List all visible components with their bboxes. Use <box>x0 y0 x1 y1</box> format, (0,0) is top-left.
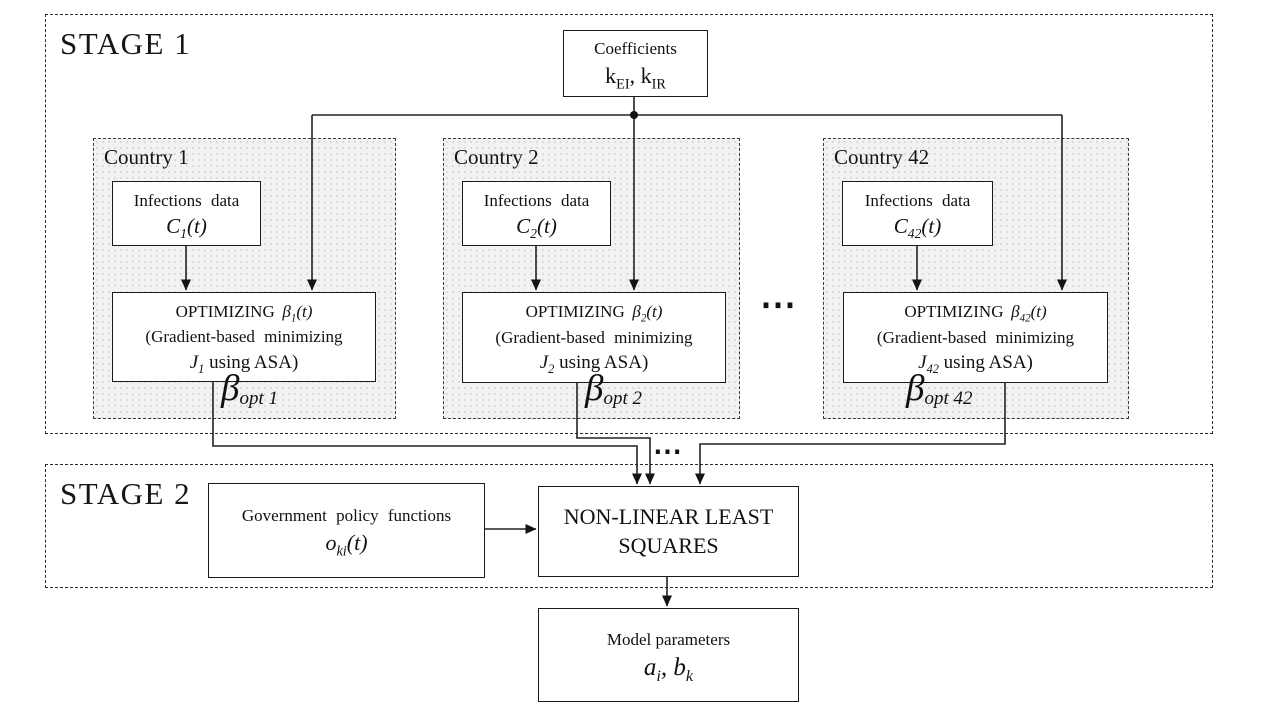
infections-label-2: Infections data <box>483 190 590 210</box>
country1-title: Country 1 <box>104 145 189 169</box>
infections-label-1: Infections data <box>133 190 240 210</box>
c-arg: (t) <box>921 214 942 239</box>
o-sub: ki <box>336 543 347 560</box>
model-parameters-formula: ai, bk <box>643 653 694 685</box>
c-base: C <box>166 214 181 239</box>
j-base: J <box>918 352 927 374</box>
j-term: J1 <box>189 351 205 376</box>
beta-glyph: β <box>585 368 604 409</box>
k-ei-sub: EI <box>616 76 630 93</box>
beta-arg: (t) <box>296 301 313 321</box>
model-parameters-label: Model parameters <box>606 630 731 650</box>
beta-term: β2(t) <box>632 302 663 324</box>
j-sub: 42 <box>926 361 939 376</box>
infections-data-box-42: Infections data C42(t) <box>842 181 993 246</box>
b-sub: k <box>685 666 694 685</box>
beta-glyph: β <box>906 368 925 409</box>
infections-label-42: Infections data <box>864 190 971 210</box>
government-policy-box: Government policy functions oki(t) <box>208 483 485 578</box>
beta-arg: (t) <box>1030 302 1047 322</box>
a-sub: i <box>656 666 661 685</box>
model-parameters-box: Model parameters ai, bk <box>538 608 799 702</box>
coefficients-box: Coefficients kEI, kIR <box>563 30 708 97</box>
k-ir-base: , k <box>629 62 652 88</box>
j-sub: 2 <box>548 361 555 376</box>
stage1-label: STAGE 1 <box>60 26 192 61</box>
nlls-line2: SQUARES <box>618 532 719 558</box>
optimizing-line1-42: OPTIMIZING β42(t) <box>904 299 1046 325</box>
converging-arrows-ellipsis: ⋯ <box>653 436 682 468</box>
infections-data-box-1: Infections data C1(t) <box>112 181 261 246</box>
c-base: C <box>516 214 531 239</box>
infections-formula-42: C42(t) <box>893 213 942 242</box>
c-arg: (t) <box>187 214 207 239</box>
j-term: J42 <box>918 352 939 376</box>
k-ei-base: k <box>605 62 617 88</box>
infections-data-box-2: Infections data C2(t) <box>462 181 611 246</box>
j-base: J <box>539 352 549 374</box>
optimizing-word: OPTIMIZING <box>525 302 625 322</box>
o-arg: (t) <box>346 529 368 555</box>
infections-formula-2: C2(t) <box>516 213 557 242</box>
beta-base: β <box>282 301 291 321</box>
beta-sub: 2 <box>640 312 647 325</box>
nlls-line1: NON-LINEAR LEAST <box>563 503 774 529</box>
c-arg: (t) <box>537 214 557 239</box>
j-term: J2 <box>539 352 555 376</box>
infections-formula-1: C1(t) <box>166 213 207 242</box>
beta-sub: 1 <box>290 312 297 325</box>
stage2-label: STAGE 2 <box>60 476 192 511</box>
a-base: a <box>643 653 657 681</box>
optimizing-line1-2: OPTIMIZING β2(t) <box>526 299 663 325</box>
optimizing-word: OPTIMIZING <box>904 302 1004 322</box>
j-base: J <box>189 351 199 373</box>
beta-opt-sub: opt 1 <box>239 388 278 410</box>
coefficients-label: Coefficients <box>594 39 677 59</box>
beta-opt-label-2: βopt 2 <box>585 368 642 410</box>
country42-title: Country 42 <box>834 145 930 169</box>
gov-policy-formula: oki(t) <box>325 529 368 560</box>
beta-term: β1(t) <box>282 301 313 325</box>
gov-policy-label: Government policy functions <box>241 506 452 526</box>
beta-term: β42(t) <box>1011 302 1047 324</box>
using-asa: using ASA) <box>559 352 649 374</box>
country2-title: Country 2 <box>454 145 539 169</box>
optimizing-line2-42: (Gradient-based minimizing <box>876 327 1075 347</box>
beta-sub: 42 <box>1019 312 1031 325</box>
j-sub: 1 <box>198 361 205 376</box>
c-sub: 1 <box>180 226 187 242</box>
beta-opt-label-1: βopt 1 <box>221 368 278 410</box>
using-asa: using ASA) <box>943 352 1033 374</box>
k-ir-sub: IR <box>651 76 666 93</box>
c-base: C <box>893 214 908 239</box>
b-base: , b <box>660 653 686 681</box>
beta-glyph: β <box>221 368 240 409</box>
countries-ellipsis: ⋯ <box>760 284 796 324</box>
optimizing-line2-2: (Gradient-based minimizing <box>495 327 693 347</box>
optimizing-line2-1: (Gradient-based minimizing <box>145 327 343 347</box>
beta-opt-label-42: βopt 42 <box>906 368 973 410</box>
optimizing-line1-1: OPTIMIZING β1(t) <box>176 299 313 325</box>
coefficients-formula: kEI, kIR <box>605 62 666 93</box>
optimizing-word: OPTIMIZING <box>175 301 275 321</box>
beta-base: β <box>632 302 641 322</box>
using-asa: using ASA) <box>209 351 299 373</box>
beta-opt-sub: opt 42 <box>924 388 973 410</box>
c-sub: 42 <box>907 226 922 242</box>
beta-base: β <box>1011 302 1020 322</box>
nonlinear-least-squares-box: NON-LINEAR LEAST SQUARES <box>538 486 799 577</box>
beta-opt-sub: opt 2 <box>603 388 642 410</box>
beta-arg: (t) <box>646 302 663 322</box>
o-base: o <box>325 529 337 555</box>
c-sub: 2 <box>530 226 537 242</box>
